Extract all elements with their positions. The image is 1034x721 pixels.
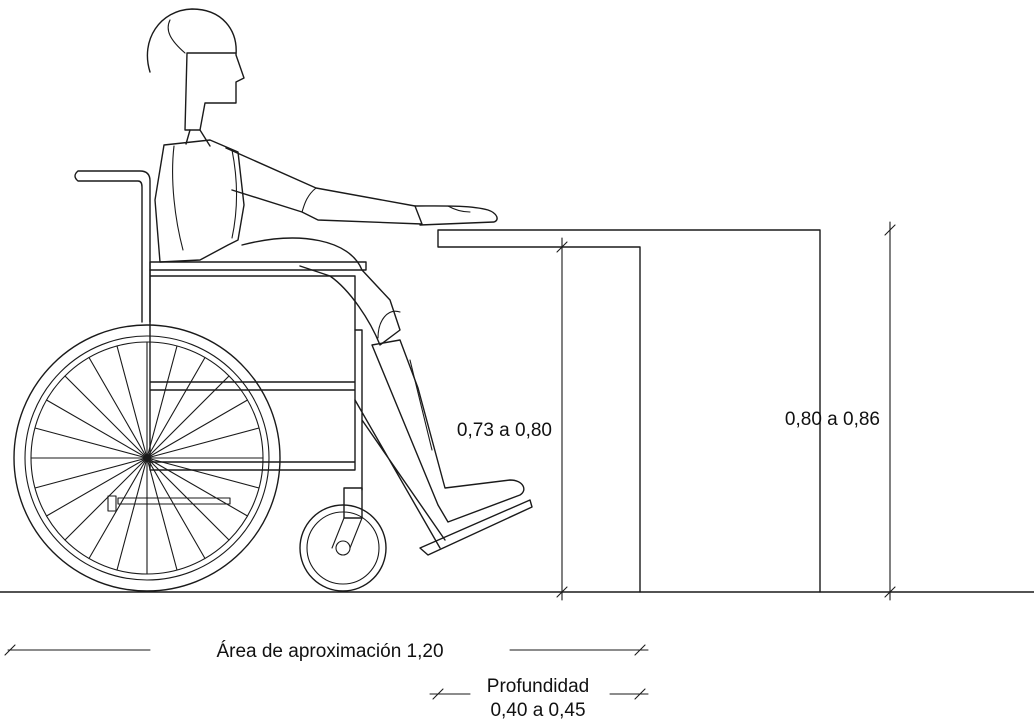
- wheel-spoke: [88, 457, 148, 560]
- knee-clearance-label: 0,73 a 0,80: [457, 420, 552, 441]
- wheelchair: [13, 170, 533, 592]
- wheel-spoke: [116, 457, 148, 571]
- wheel-spoke: [146, 375, 230, 459]
- caster-fork: [343, 487, 363, 519]
- wheel-spoke: [116, 345, 148, 459]
- knee-clearance-dimension: 0,73 a 0,80: [457, 237, 568, 601]
- head: [146, 8, 245, 131]
- depth-title: Profundidad: [487, 676, 589, 697]
- wheel-spoke: [146, 457, 206, 560]
- wheel-spoke: [146, 457, 260, 489]
- wheel-spoke: [146, 427, 260, 459]
- wheel-spoke: [146, 457, 230, 541]
- wheel-spoke: [146, 457, 249, 517]
- lower-leg: [371, 339, 525, 523]
- table-top: [437, 229, 821, 593]
- wheel-spoke: [146, 399, 249, 459]
- arm: [225, 147, 423, 225]
- footplate: [419, 499, 533, 556]
- approach-area-label: Área de aproximación 1,20: [216, 641, 443, 662]
- push-handle: [74, 170, 151, 323]
- wheel-spoke: [64, 375, 148, 459]
- wheel-spoke: [34, 457, 148, 489]
- caster-wheel: [299, 504, 387, 592]
- depth-dimension: Profundidad 0,40 a 0,45: [429, 676, 649, 721]
- person: [146, 8, 525, 523]
- wheel-spoke: [45, 399, 148, 459]
- approach-area-dimension: Área de aproximación 1,20: [4, 641, 649, 662]
- hand: [414, 205, 498, 226]
- table-height-dimension: 0,80 a 0,86: [785, 221, 896, 601]
- wheel-spoke: [88, 356, 148, 459]
- wheel-spoke: [146, 457, 178, 571]
- wheel-spoke: [146, 356, 206, 459]
- table: [437, 229, 821, 593]
- torso: [154, 139, 245, 263]
- wheel-spoke: [64, 457, 148, 541]
- table-height-label: 0,80 a 0,86: [785, 409, 880, 430]
- main-wheel: [13, 324, 281, 592]
- side-frame: [149, 269, 356, 471]
- footrest-hanger: [354, 329, 446, 549]
- wheel-spoke: [45, 457, 148, 517]
- wheel-spoke: [34, 427, 148, 459]
- armrest: [149, 261, 367, 271]
- wheel-spoke: [146, 345, 178, 459]
- depth-value: 0,40 a 0,45: [490, 700, 585, 721]
- thigh: [241, 237, 401, 346]
